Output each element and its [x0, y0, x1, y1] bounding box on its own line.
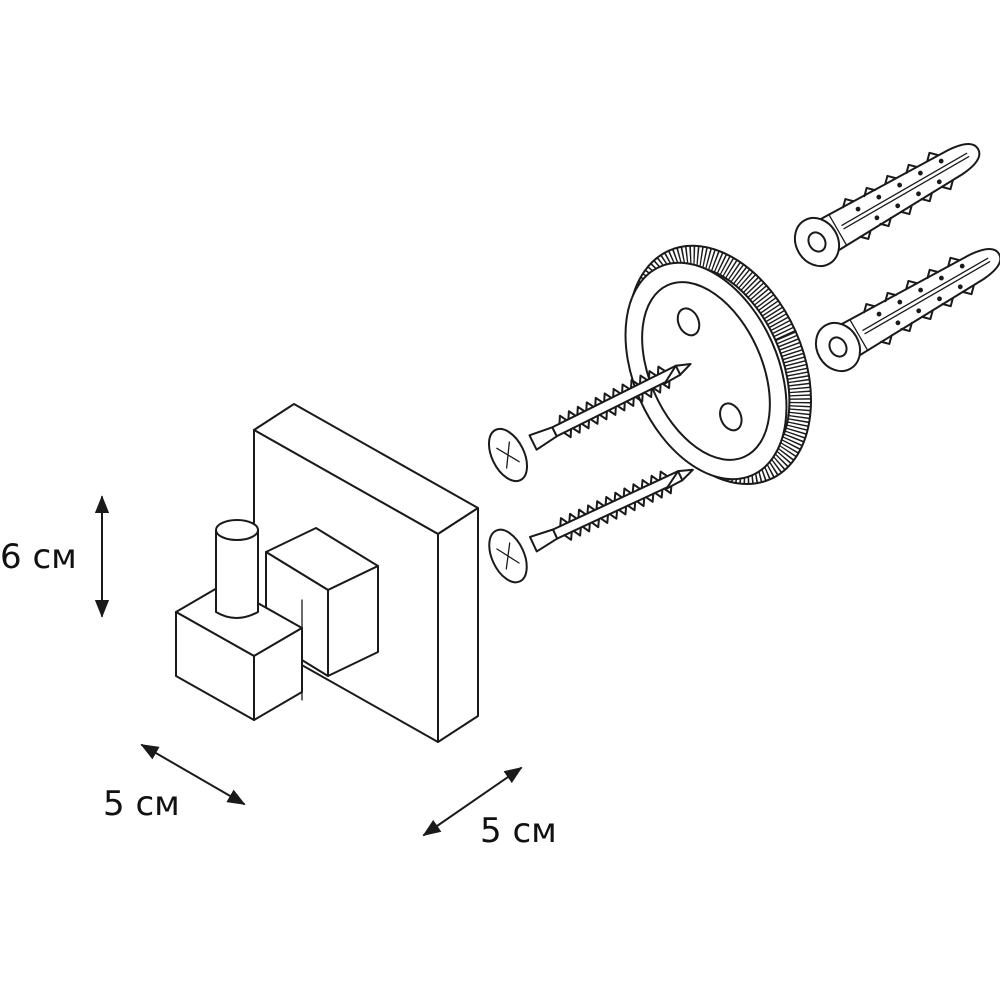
hook-body	[175, 519, 379, 721]
height-dimension-label: 6 см	[0, 537, 77, 577]
width-dimension-arrow	[140, 744, 246, 805]
screw-upper	[487, 362, 692, 483]
screw-lower	[488, 468, 694, 584]
wall-anchor-upper	[793, 143, 981, 268]
wall-anchor-lower	[814, 248, 1000, 373]
width-dimension-label: 5 см	[103, 784, 180, 824]
depth-dimension-arrow	[422, 766, 523, 837]
depth-dimension-label: 5 см	[480, 811, 557, 851]
round-mounting-bracket	[624, 244, 812, 485]
